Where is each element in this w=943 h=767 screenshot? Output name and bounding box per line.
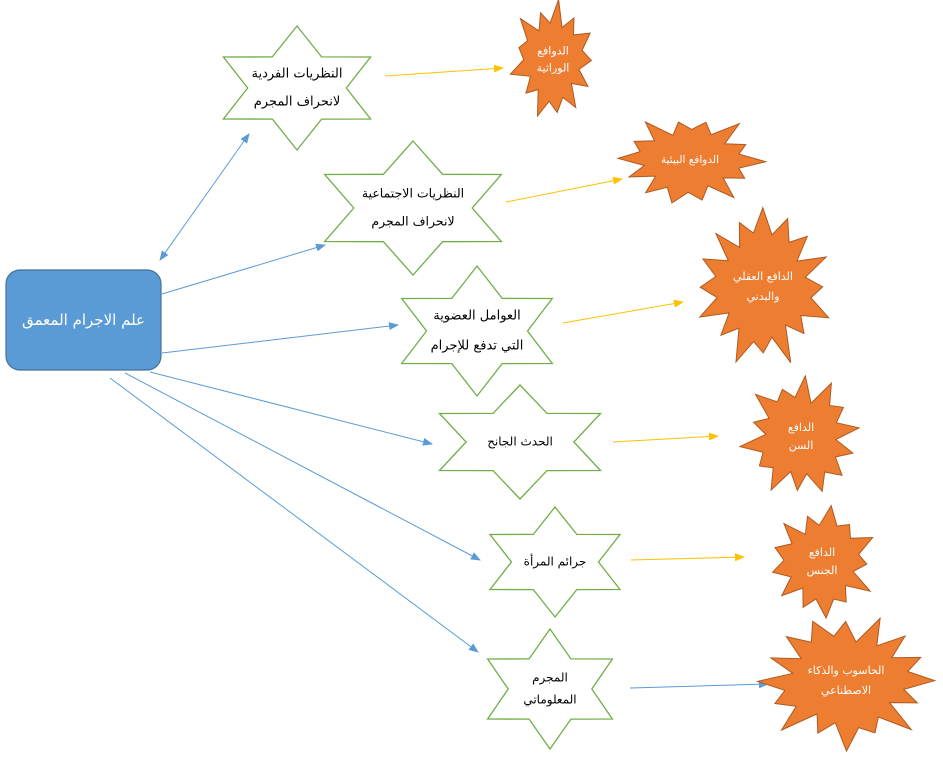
connector-node-3-burst-3 bbox=[562, 299, 684, 324]
star-node-6 bbox=[486, 627, 614, 751]
star-node-3-label-line-1: العوامل العضوية bbox=[433, 309, 521, 324]
connector-root-node-3 bbox=[161, 322, 399, 354]
connector-node-6-burst-6 bbox=[629, 680, 769, 689]
connector-root-node-6 bbox=[109, 377, 479, 653]
connector-node-5-burst-5 bbox=[630, 553, 745, 562]
burst-node-4 bbox=[738, 374, 861, 493]
burst-node-5-label-line-2: الجنس bbox=[807, 564, 838, 577]
star-node-1-label-line-2: لانحراف المجرم bbox=[254, 95, 341, 110]
connector-root-node-5 bbox=[124, 372, 481, 561]
star-node-4-label-line-1: الحدث الجانح bbox=[487, 435, 553, 449]
star-node-6-label-line-1: المجرم bbox=[532, 671, 568, 686]
burst-node-6-label-line-2: الاصطناعي bbox=[821, 684, 871, 697]
connector-node-2-burst-2 bbox=[505, 176, 623, 203]
burst-node-5-label-line-1: الدافع bbox=[809, 546, 835, 559]
burst-node-6 bbox=[755, 616, 937, 753]
burst-node-2 bbox=[616, 120, 768, 204]
connector-root-node-2 bbox=[161, 243, 326, 295]
burst-node-4-label-line-1: الدافع bbox=[788, 421, 814, 434]
star-node-6-label-line-2: المعلوماتي bbox=[523, 693, 576, 708]
star-node-3 bbox=[400, 264, 554, 398]
root-label: علم الاجرام المعمق bbox=[22, 311, 145, 329]
star-node-2-label-line-1: النظريات الاجتماعية bbox=[362, 186, 464, 202]
star-node-3-label-line-2: التي تدفع للإجرام bbox=[431, 339, 524, 354]
star-node-5-label-line-1: جرائم المرأة bbox=[524, 554, 587, 570]
burst-node-4-label-line-2: السن bbox=[789, 439, 814, 452]
star-node-2 bbox=[323, 140, 503, 276]
connector-node-1-burst-1 bbox=[384, 64, 504, 77]
burst-node-5 bbox=[771, 504, 874, 620]
star-node-1 bbox=[222, 24, 372, 152]
star-node-4 bbox=[438, 384, 602, 500]
burst-node-1-label-line-1: الدوافع bbox=[537, 45, 569, 58]
star-node-2-label-line-2: لانحراف المجرم bbox=[371, 214, 454, 230]
burst-node-6-label-line-1: الحاسوب والذكاء bbox=[808, 664, 885, 677]
connector-node-4-burst-4 bbox=[612, 432, 719, 443]
star-node-1-label-line-1: النظريات الفردية bbox=[252, 67, 343, 82]
burst-node-1 bbox=[509, 0, 593, 118]
burst-node-2-label-line-1: الدوافع البيئية bbox=[661, 154, 719, 166]
burst-node-1-label-line-2: الوراثية bbox=[537, 62, 570, 75]
star-node-5 bbox=[488, 505, 622, 619]
burst-node-3-label-line-1: الدافع العقلي bbox=[733, 270, 793, 283]
root-box bbox=[5, 269, 162, 371]
burst-node-3-label-line-2: والبدني bbox=[746, 290, 779, 303]
connector-root-node-1 bbox=[159, 133, 250, 261]
connector-root-node-4 bbox=[149, 371, 433, 446]
burst-node-3 bbox=[698, 206, 830, 364]
